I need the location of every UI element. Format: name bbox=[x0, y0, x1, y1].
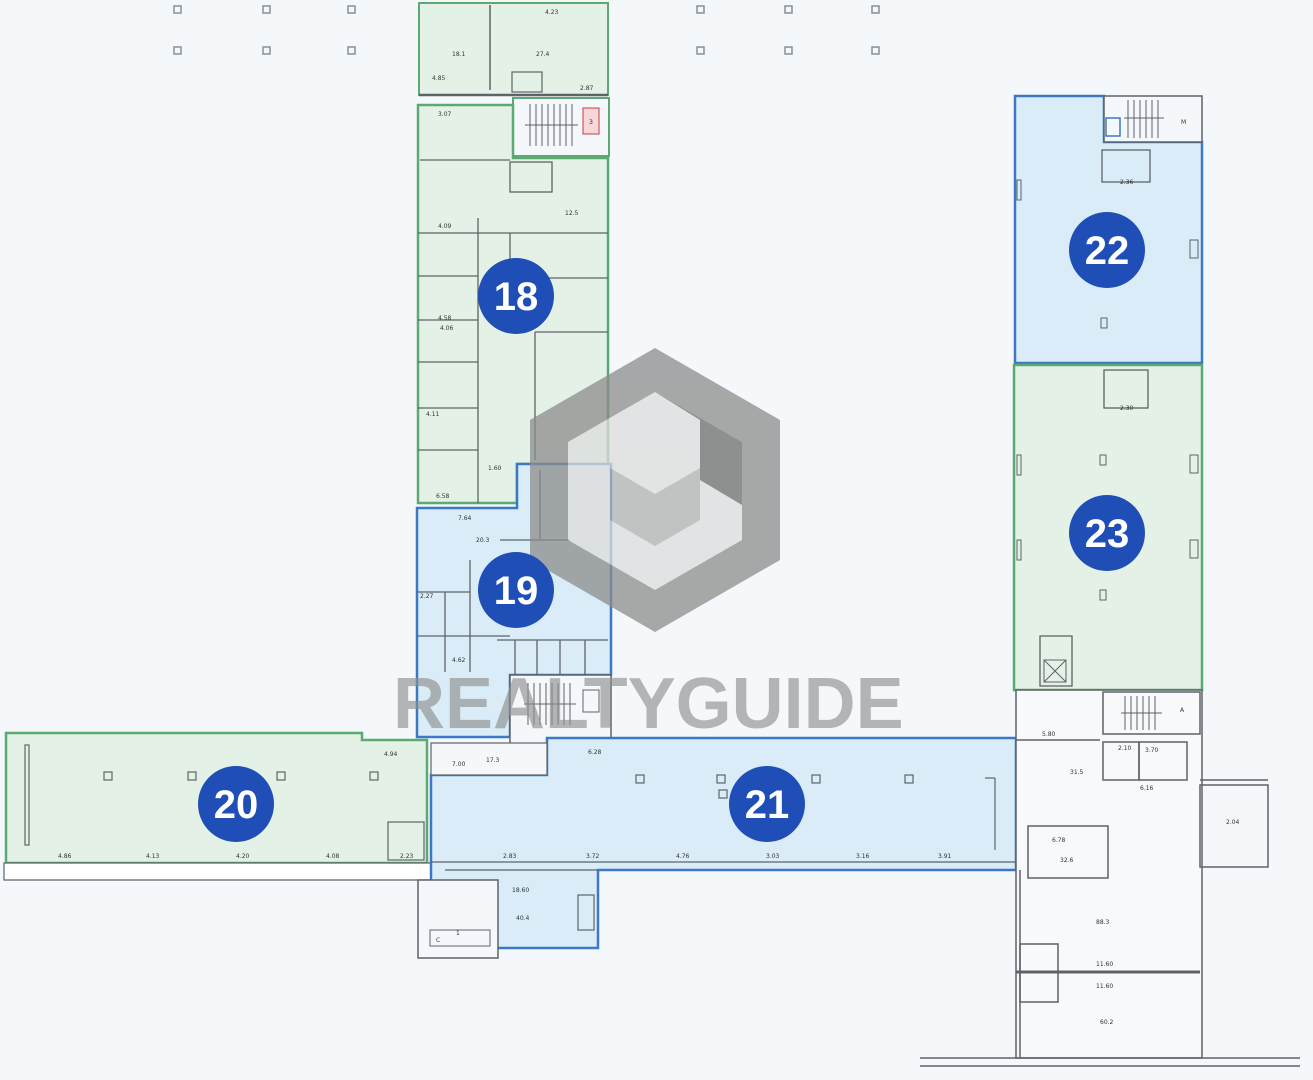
dim-label: 4.06 bbox=[440, 325, 454, 332]
room-area-label: 12.5 bbox=[565, 210, 579, 217]
watermark: REALTYGUIDE bbox=[393, 348, 904, 744]
dim-label: 4.08 bbox=[326, 853, 340, 860]
dim-label: 18.60 bbox=[512, 887, 529, 894]
unit-badge-21[interactable]: 21 bbox=[729, 766, 805, 842]
room-area-label: 60.2 bbox=[1100, 1019, 1114, 1026]
dim-label: 6.28 bbox=[588, 749, 602, 756]
room-area-label: 18.1 bbox=[452, 51, 466, 58]
dim-label: 3.03 bbox=[766, 853, 780, 860]
unit-badge-20[interactable]: 20 bbox=[198, 766, 274, 842]
dim-label: 11.60 bbox=[1096, 961, 1113, 968]
dim-label: 2.87 bbox=[580, 85, 594, 92]
dim-label: 6.16 bbox=[1140, 785, 1154, 792]
right-lower-block bbox=[920, 689, 1300, 1067]
top-block bbox=[418, 2, 609, 97]
unit-number-label: 23 bbox=[1085, 512, 1130, 556]
dim-label: 4.85 bbox=[432, 75, 446, 82]
dim-label: 1.60 bbox=[488, 465, 502, 472]
unit-badge-19[interactable]: 19 bbox=[478, 552, 554, 628]
dim-label: 4.09 bbox=[438, 223, 452, 230]
unit-badge-22[interactable]: 22 bbox=[1069, 212, 1145, 288]
dim-label: 11.60 bbox=[1096, 983, 1113, 990]
dim-label: 3.70 bbox=[1145, 747, 1159, 754]
dim-label: 6.58 bbox=[436, 493, 450, 500]
dim-label: 3.16 bbox=[856, 853, 870, 860]
stair-center bbox=[509, 674, 612, 746]
dim-label: 6.78 bbox=[1052, 837, 1066, 844]
room-area-label: 27.4 bbox=[536, 51, 550, 58]
unit-number-label: 21 bbox=[745, 783, 790, 827]
dim-label: 2.10 bbox=[1118, 745, 1132, 752]
dim-label: 4.13 bbox=[146, 853, 160, 860]
dim-label: 2.04 bbox=[1226, 819, 1240, 826]
dim-label: 3.07 bbox=[438, 111, 452, 118]
dim-label: 3.72 bbox=[586, 853, 600, 860]
dim-label: 4.94 bbox=[384, 751, 398, 758]
watermark-text: REALTYGUIDE bbox=[393, 664, 904, 744]
dim-label: 2.30 bbox=[1120, 405, 1134, 412]
room-area-label: 40.4 bbox=[516, 915, 530, 922]
dim-label: 4.23 bbox=[545, 9, 559, 16]
room-letter: С bbox=[436, 937, 440, 944]
room-letter: А bbox=[1180, 707, 1185, 714]
dim-label: 3.91 bbox=[938, 853, 952, 860]
dim-label: 2.27 bbox=[420, 593, 434, 600]
dim-label: 4.86 bbox=[58, 853, 72, 860]
dim-label: 4.11 bbox=[426, 411, 440, 418]
unit-21-area[interactable] bbox=[417, 736, 1018, 959]
dim-label: 7.64 bbox=[458, 515, 472, 522]
dim-label: 4.76 bbox=[676, 853, 690, 860]
room-area-label: 20.3 bbox=[476, 537, 490, 544]
dim-label: 5.80 bbox=[1042, 731, 1056, 738]
room-letter: М bbox=[1181, 119, 1186, 126]
room-letter: 1 bbox=[456, 930, 460, 937]
dim-label: 4.62 bbox=[452, 657, 466, 664]
room-area-label: 17.3 bbox=[486, 757, 500, 764]
unit-number-label: 22 bbox=[1085, 229, 1130, 273]
unit-number-label: 18 bbox=[494, 275, 539, 319]
room-area-label: 32.6 bbox=[1060, 857, 1074, 864]
stair-top bbox=[512, 97, 610, 157]
unit-badge-18[interactable]: 18 bbox=[478, 258, 554, 334]
column-markers bbox=[173, 5, 880, 55]
room-area-label: 88.3 bbox=[1096, 919, 1110, 926]
unit-number-label: 19 bbox=[494, 569, 539, 613]
unit-badge-23[interactable]: 23 bbox=[1069, 495, 1145, 571]
stair-right-top bbox=[1103, 95, 1203, 143]
dimension-labels: 4.23 4.85 2.87 3.07 4.09 4.58 4.06 4.11 … bbox=[58, 9, 1240, 1026]
dim-label: 2.83 bbox=[503, 853, 517, 860]
dim-label: 2.23 bbox=[400, 853, 414, 860]
dim-label: 4.20 bbox=[236, 853, 250, 860]
dim-label: 7.00 bbox=[452, 761, 466, 768]
unit-number-label: 20 bbox=[214, 783, 259, 827]
dim-label: 2.36 bbox=[1120, 179, 1134, 186]
room-letter: З bbox=[589, 119, 593, 126]
room-area-label: 31.5 bbox=[1070, 769, 1084, 776]
dim-label: 4.58 bbox=[438, 315, 452, 322]
